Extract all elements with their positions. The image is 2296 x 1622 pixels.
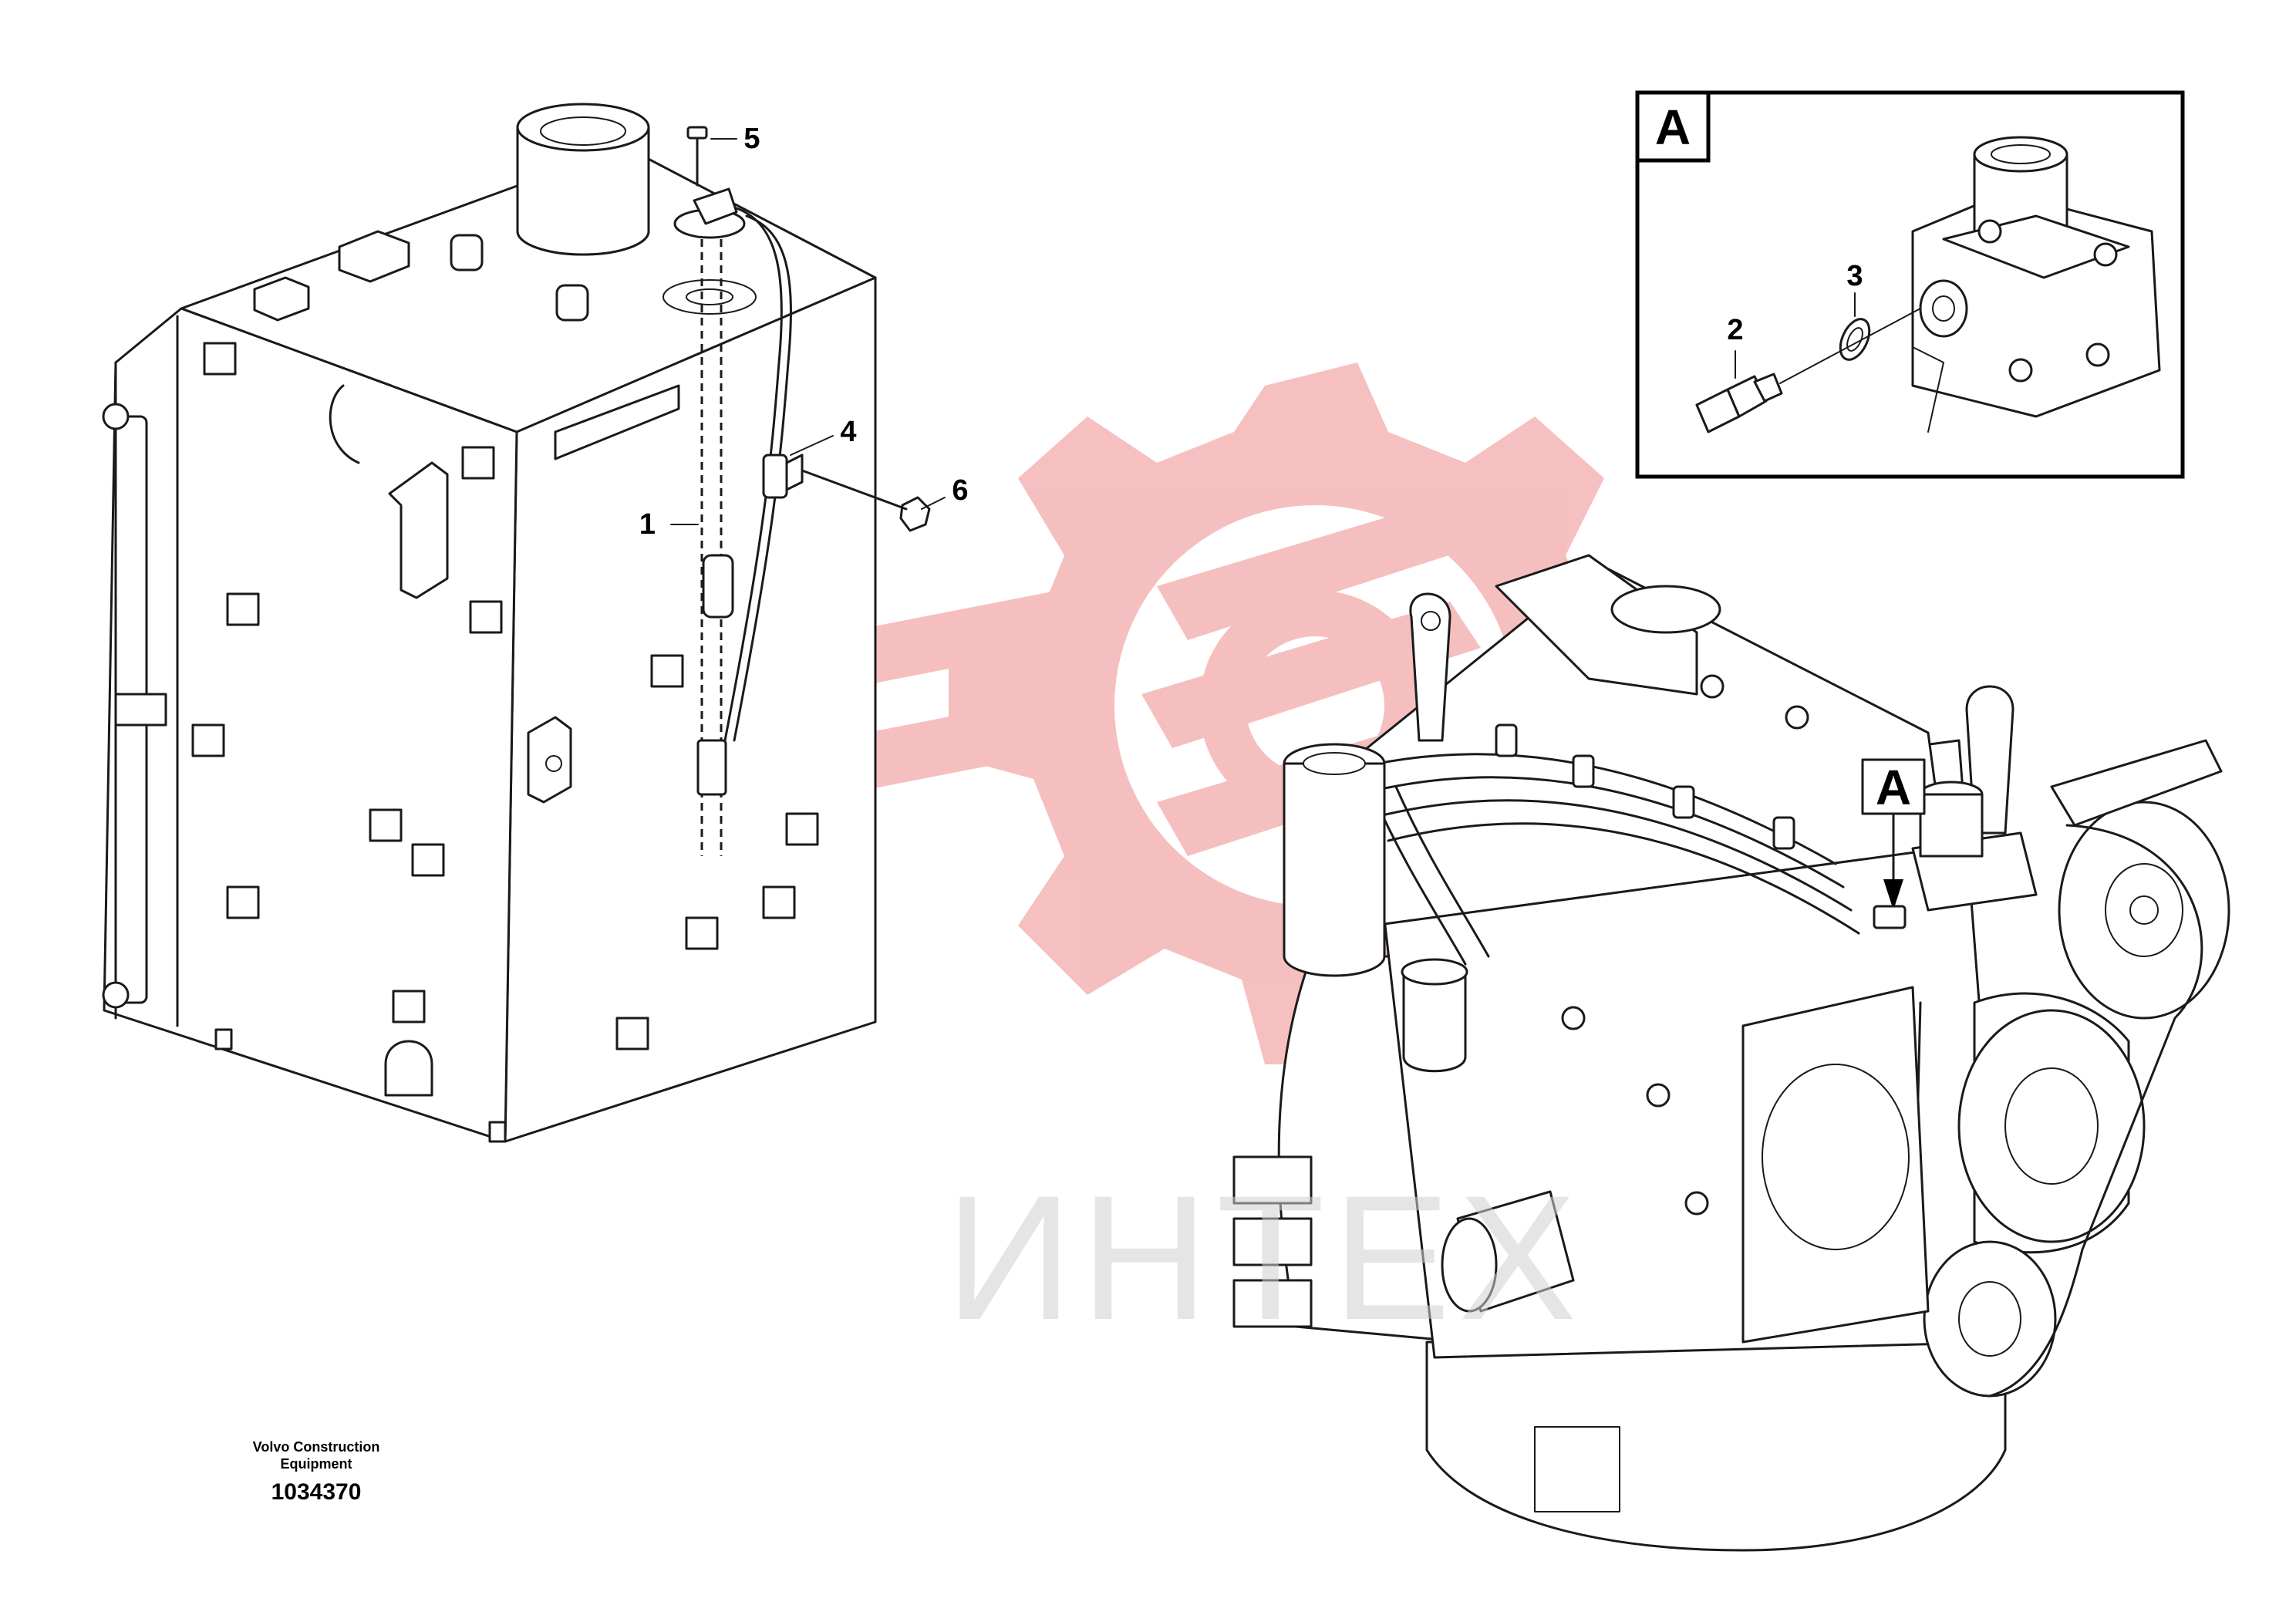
engine-marker-letter: A [1876, 760, 1911, 815]
engine [1232, 554, 2230, 1552]
callout-4: 4 [840, 416, 856, 448]
detail-box-letter: A [1655, 99, 1691, 155]
engine-detail-marker: A [1861, 758, 1926, 929]
bolt-part-6 [801, 469, 931, 532]
callout-2: 2 [1727, 314, 1743, 346]
fuel-level-sender [663, 187, 804, 856]
callout-leaders [670, 138, 1856, 525]
callout-1: 1 [639, 508, 656, 541]
watermark-text: ИНТЕХ [946, 1158, 1585, 1357]
callout-6: 6 [952, 474, 968, 507]
fuel-tank [102, 103, 877, 1143]
detail-box-a: A [1635, 90, 2185, 479]
screw-part-5 [686, 126, 708, 187]
callout-3: 3 [1846, 260, 1863, 292]
callout-5: 5 [743, 123, 760, 155]
publisher-line-1: Volvo Construction [252, 1439, 380, 1455]
publisher-line-2: Equipment [280, 1456, 352, 1472]
drawing-number: 1034370 [271, 1479, 362, 1505]
